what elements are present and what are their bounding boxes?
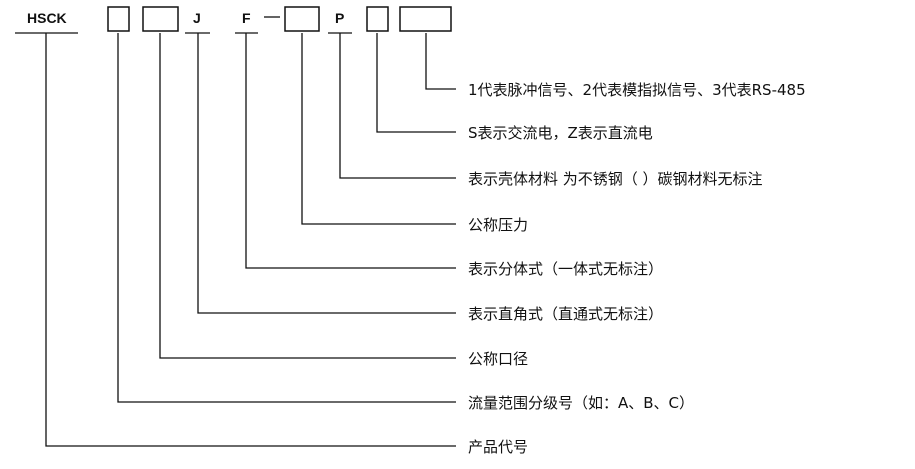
- desc-product-code: 产品代号: [468, 438, 528, 456]
- code-letter-j: J: [193, 10, 201, 26]
- desc-power-type: S表示交流电，Z表示直流电: [468, 124, 653, 142]
- desc-split-type: 表示分体式（一体式无标注）: [468, 260, 663, 278]
- leader-signal: [425, 33, 456, 90]
- flow-range-box: [107, 6, 130, 32]
- power-box: [366, 6, 389, 32]
- code-prefix: HSCK: [27, 10, 67, 26]
- leader-split: [245, 33, 456, 269]
- desc-nominal-pressure: 公称压力: [468, 216, 528, 234]
- desc-angle-type: 表示直角式（直通式无标注）: [468, 305, 663, 323]
- leader-material: [339, 33, 456, 179]
- signal-box: [399, 6, 452, 32]
- nominal-diameter-box: [142, 6, 179, 32]
- desc-signal-type: 1代表脉冲信号、2代表模指拟信号、3代表RS-485: [468, 81, 806, 99]
- pressure-box: [284, 6, 320, 32]
- leader-power: [376, 33, 456, 133]
- desc-housing-material: 表示壳体材料 为不锈钢（ ）碳钢材料无标注: [468, 170, 763, 188]
- desc-flow-range-grade: 流量范围分级号（如：A、B、C）: [468, 394, 694, 412]
- leader-angle: [197, 33, 456, 314]
- code-letter-f: F: [242, 10, 251, 26]
- leader-pressure: [301, 33, 456, 225]
- code-letter-p: P: [335, 10, 344, 26]
- leader-product-code: [45, 33, 456, 447]
- leader-flow-range: [117, 33, 456, 403]
- leader-diameter: [159, 33, 456, 359]
- desc-nominal-diameter: 公称口径: [468, 350, 528, 368]
